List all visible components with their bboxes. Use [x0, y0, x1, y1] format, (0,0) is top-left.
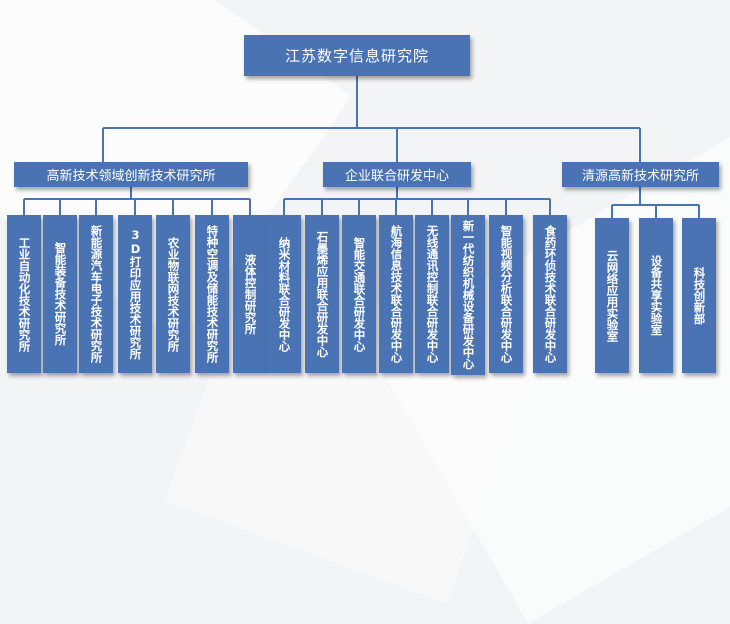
connector-lines: [23, 76, 700, 218]
branch-node-2: 清源高新技术研究所: [562, 162, 719, 187]
leaf-node: 纳米材料联合研发中心: [267, 215, 301, 373]
leaf-node: 石墨烯应用联合研发中心: [305, 215, 339, 373]
root-node: 江苏数字信息研究院: [244, 35, 470, 76]
leaf-node: 云网络应用实验室: [595, 218, 629, 373]
leaf-node: 无线通讯控制联合研发中心: [415, 215, 449, 373]
leaf-node: 液体控制研究所: [233, 215, 267, 373]
leaf-node: 航海信息技术联合研发中心: [379, 215, 413, 373]
leaf-node: 农业物联网技术研究所: [156, 215, 190, 373]
leaf-node: 工业自动化技术研究所: [7, 215, 41, 373]
leaf-node: 智能交通联合研发中心: [342, 215, 376, 373]
leaf-node: 智能视频分析联合研发中心: [489, 215, 523, 373]
leaf-node: 3D打印应用技术研究所: [118, 215, 152, 373]
branch-node-1: 企业联合研发中心: [323, 162, 471, 187]
leaf-node: 新一代纺织机械设备研发中心: [451, 215, 485, 375]
leaf-node: 新能源汽车电子技术研究所: [79, 215, 113, 373]
leaf-node: 特种空调及储能技术研究所: [195, 215, 229, 373]
leaf-node: 科技创新部: [682, 218, 716, 373]
leaf-node: 食药环侦技术联合研发中心: [533, 215, 567, 373]
leaf-node: 智能装备技术研究所: [43, 215, 77, 373]
branch-node-0: 高新技术领域创新技术研究所: [14, 162, 248, 187]
leaf-node: 设备共享实验室: [639, 218, 673, 373]
